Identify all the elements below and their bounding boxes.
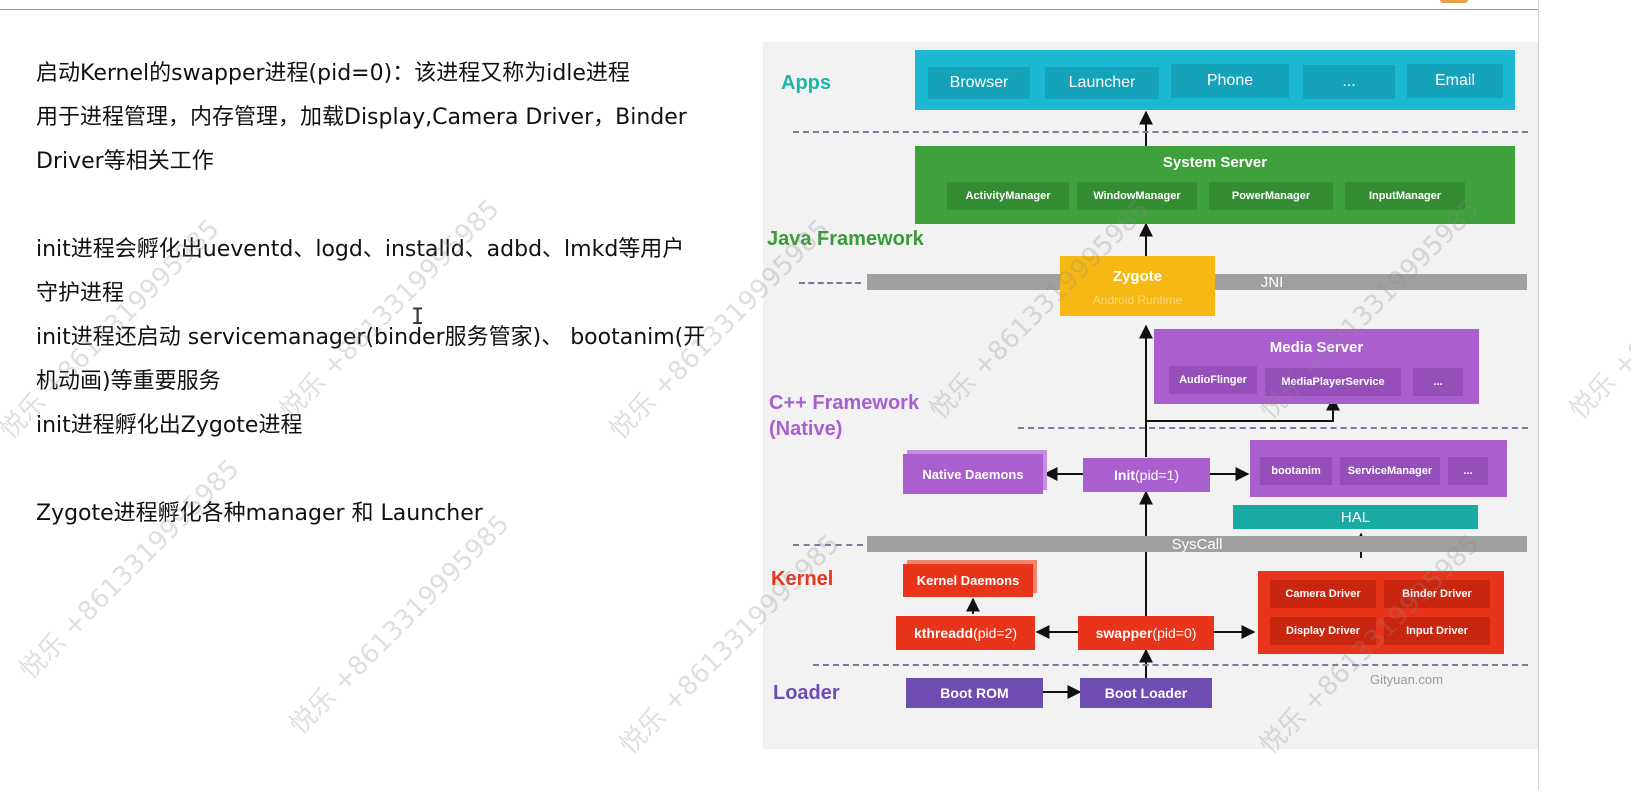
app-more: ...: [1303, 65, 1395, 99]
separator-apps: [793, 131, 1528, 133]
system-server-title: System Server: [1162, 153, 1268, 171]
app-email: Email: [1407, 64, 1503, 98]
app-phone: Phone: [1171, 64, 1289, 98]
native-daemons: Native Daemons: [903, 454, 1043, 494]
layer-label-cpp: C++ Framework: [769, 392, 920, 414]
watermark: 悦乐 +8613319995985: [284, 509, 516, 741]
init-name: Init: [1114, 467, 1136, 483]
zygote-runtime: Android Runtime: [1092, 292, 1183, 307]
swapper-pid: (pid=0): [1152, 625, 1197, 641]
watermark: 悦乐 +8613319995985: [1564, 194, 1631, 426]
arrow-layer: [966, 110, 1368, 699]
note-line: 启动Kernel的swapper进程(pid=0)：该进程又称为idle进程: [36, 61, 630, 86]
top-divider: [0, 9, 1538, 10]
zygote-title: Zygote: [1112, 267, 1163, 285]
service-activitymanager: ActivityManager: [947, 182, 1069, 210]
layer-label-kernel: Kernel: [771, 568, 834, 590]
service-mediaplayerservice: MediaPlayerService: [1265, 368, 1401, 396]
driver-camera: Camera Driver: [1270, 580, 1376, 608]
service-bootanim: bootanim: [1260, 457, 1332, 485]
text-cursor-icon: I: [411, 305, 425, 330]
layer-label-java: Java Framework: [767, 228, 924, 250]
credit-label: Gityuan.com: [1370, 672, 1443, 687]
service-servicemanager: ServiceManager: [1340, 457, 1440, 485]
app-browser: Browser: [928, 67, 1030, 99]
service-audioflinger: AudioFlinger: [1169, 366, 1257, 394]
kthreadd-name: kthreadd: [913, 625, 974, 641]
kernel-daemons: Kernel Daemons: [903, 564, 1033, 597]
separator-java: [799, 282, 861, 284]
kthreadd-pid: (pid=2): [973, 625, 1018, 641]
note-line: 机动画)等重要服务: [36, 369, 221, 394]
android-architecture-diagram: Apps Java Framework C++ Framework (Nativ…: [763, 42, 1538, 749]
zygote: Zygote Android Runtime: [1060, 256, 1215, 316]
media-server-title: Media Server: [1269, 338, 1364, 356]
layer-label-apps: Apps: [781, 72, 831, 94]
jni-label: JNI: [1260, 273, 1284, 291]
driver-input: Input Driver: [1384, 617, 1490, 645]
boot-rom: Boot ROM: [906, 678, 1043, 708]
syscall-label: SysCall: [1171, 535, 1223, 553]
note-line: init进程会孵化出ueventd、logd、installd、adbd、lmk…: [36, 237, 685, 262]
driver-display: Display Driver: [1270, 617, 1376, 645]
note-line: Driver等相关工作: [36, 149, 214, 174]
notes-text: 启动Kernel的swapper进程(pid=0)：该进程又称为idle进程 用…: [36, 52, 736, 536]
separator-cpp: [1018, 427, 1528, 429]
note-line: init进程孵化出Zygote进程: [36, 413, 303, 438]
service-powermanager: PowerManager: [1209, 182, 1333, 210]
note-line: [36, 448, 736, 492]
right-scroll-edge[interactable]: [1538, 0, 1539, 790]
note-line: init进程还启动 servicemanager(binder服务管家)、 bo…: [36, 325, 706, 350]
note-line: [36, 184, 736, 228]
kthreadd: kthreadd(pid=2): [896, 616, 1035, 650]
top-accent: [1440, 0, 1468, 3]
note-line: Zygote进程孵化各种manager 和 Launcher: [36, 501, 483, 526]
arrow-init-to-media: [1146, 396, 1340, 422]
service-inputmanager: InputManager: [1345, 182, 1465, 210]
swapper-name: swapper: [1095, 625, 1153, 641]
separator-loader: [813, 664, 1528, 666]
note-line: 用于进程管理，内存管理，加载Display,Camera Driver，Bind…: [36, 105, 687, 130]
media-more: ...: [1413, 368, 1463, 396]
layer-label-loader: Loader: [773, 682, 840, 704]
boot-loader: Boot Loader: [1080, 678, 1212, 708]
swapper: swapper(pid=0): [1078, 616, 1214, 650]
note-line: 守护进程: [36, 281, 125, 306]
separator-kernel: [793, 544, 863, 546]
hal: HAL: [1233, 505, 1478, 529]
init-services-more: ...: [1448, 457, 1488, 485]
init-process: Init(pid=1): [1083, 458, 1210, 492]
syscall-bar: SysCall: [867, 535, 1527, 553]
init-pid: (pid=1): [1135, 467, 1179, 483]
app-launcher: Launcher: [1045, 67, 1159, 99]
layer-label-native: (Native): [769, 418, 843, 440]
driver-binder: Binder Driver: [1384, 580, 1490, 608]
service-windowmanager: WindowManager: [1077, 182, 1197, 210]
